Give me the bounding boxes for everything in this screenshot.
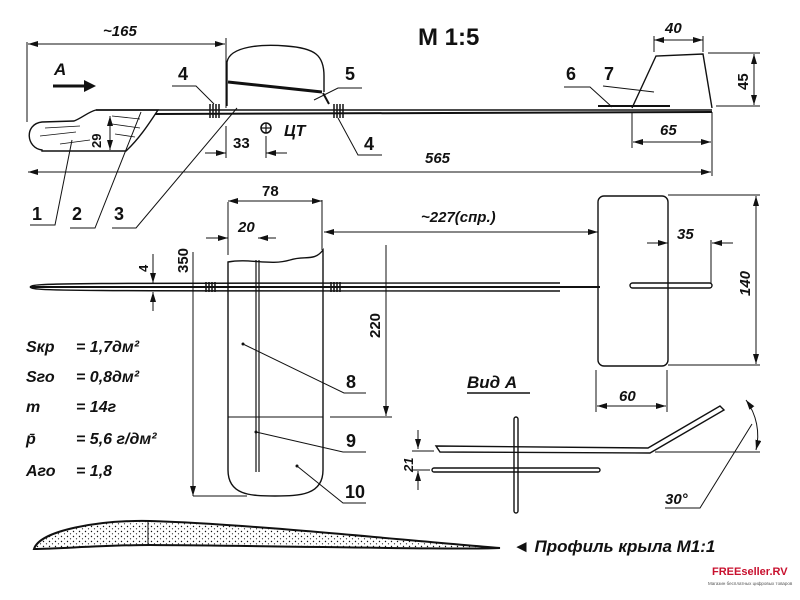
leaders-side [30,85,655,229]
part-8: 8 [346,372,356,392]
scale-label: M 1:5 [418,24,479,51]
fuselage-bottom [154,111,713,115]
part-4-front: 4 [178,64,188,84]
view-a: Вид А 21 30° [401,373,762,514]
part-3: 3 [114,204,124,224]
rubber-band-front [209,104,220,118]
dim-arc-30 [745,399,762,451]
side-view: M 1:5 ~165 A 29 [26,20,760,229]
dim-140: 140 [737,270,754,296]
dim-33: 33 [233,135,250,152]
nose-block [28,109,160,152]
cg-label: ЦТ [284,123,307,140]
dim-40: 40 [664,20,682,37]
dim-565: 565 [425,150,451,167]
part-7: 7 [604,64,614,84]
spec-list: Sкр = 1,7дм² Sго = 0,8дм² m = 14г p̄ = 5… [25,339,157,480]
dim-35: 35 [677,226,694,243]
dim-4: 4 [136,264,151,272]
airfoil-profile: ◄ Профиль крыла М1:1 [32,519,715,556]
dihedral-wing [434,405,726,454]
dim-60: 60 [619,388,636,405]
part-9: 9 [346,431,356,451]
view-a-title: Вид А [467,373,517,392]
dim-78: 78 [262,183,279,200]
part-4-rear: 4 [364,134,374,154]
dim-20: 20 [237,219,255,236]
view-a-fin [513,416,519,514]
part-2: 2 [72,204,82,224]
spec-wing-area-value: = 1,7дм² [76,339,140,356]
airfoil-shape [32,519,501,551]
rubber-band-rear [333,104,344,118]
spec-load-label: p̄ [25,431,36,448]
dim-45: 45 [735,73,752,90]
wing-panel [227,247,324,497]
watermark-brand: FREEseller.RV [712,566,788,578]
arrow-right-icon [84,80,96,92]
vertical-fin [631,53,713,109]
spec-wing-area-label: Sкр [26,339,55,356]
part-10: 10 [345,482,365,502]
watermark: FREEseller.RV Магазин бесплатных цифровы… [708,566,793,586]
wing-rib-line [227,80,323,94]
spec-aspect-value: = 1,8 [76,463,112,480]
dim-30deg: 30° [665,491,689,508]
dim-227: ~227(спр.) [421,209,496,226]
spec-stab-area-label: Sго [26,369,55,386]
dim-21: 21 [401,458,416,473]
part-6: 6 [566,64,576,84]
part-5: 5 [345,64,355,84]
dim-165: ~165 [103,23,137,40]
profile-caption: ◄ Профиль крыла М1:1 [513,537,715,556]
view-a-stab [431,467,601,473]
stab-fin-slot [629,282,713,289]
view-a-marker: A [53,60,66,79]
stabilizer [597,195,669,367]
dim-350: 350 [175,248,192,273]
part-1: 1 [32,204,42,224]
spec-mass-value: = 14г [76,399,117,416]
spec-mass-label: m [26,399,40,416]
dim-29: 29 [89,134,104,148]
dim-65: 65 [660,122,677,139]
dim-220: 220 [367,313,384,338]
spec-stab-area-value: = 0,8дм² [76,369,140,386]
leaders-top [242,343,366,504]
fuselage-top-view [29,282,561,288]
wing-side [226,44,325,106]
spec-aspect-label: Aго [25,463,56,480]
top-view: 4 78 20 350 220 ~227(спр.) 140 35 6 [29,183,760,504]
watermark-tagline: Магазин бесплатных цифровых товаров [708,581,793,586]
spec-load-value: = 5,6 г/дм² [76,431,157,448]
